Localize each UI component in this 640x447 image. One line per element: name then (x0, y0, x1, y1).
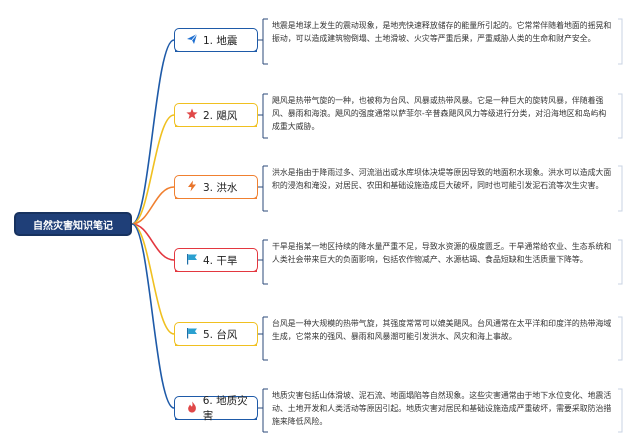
note-flood: 洪水是指由于降雨过多、河流溢出或水库坝体决堤等原因导致的地面积水现象。洪水可以造… (272, 168, 612, 190)
note-bracket-typhoon (258, 316, 268, 361)
branch-label-geological-disaster: 6. 地质灾害 (202, 395, 248, 422)
connector-drought (131, 223, 175, 261)
note-bracket-drought (258, 239, 268, 285)
flag-icon (185, 327, 199, 342)
branch-label-earthquake: 1. 地震 (203, 34, 238, 47)
connector-hurricane (131, 114, 175, 225)
note-typhoon: 台风是一种大规模的热带气旋，其强度常常可以媲美飓风。台风通常在太平洋和印度洋的热… (272, 319, 612, 341)
connector-earthquake (131, 39, 175, 225)
connector-geological-disaster (131, 223, 175, 409)
connector-typhoon (131, 223, 175, 335)
note-earthquake: 地震是地球上发生的震动现象，是地壳快速释放储存的能量所引起的。它常常伴随着地面的… (272, 21, 612, 43)
fire-icon (185, 401, 199, 416)
branch-earthquake[interactable]: 1. 地震 (174, 28, 258, 52)
paper-plane-icon (185, 33, 199, 48)
note-border-earthquake (618, 18, 623, 65)
note-border-typhoon (618, 316, 623, 361)
root-title: 自然灾害知识笔记 (33, 220, 113, 232)
branch-hurricane[interactable]: 2. 飓风 (174, 103, 258, 127)
note-bracket-flood (258, 165, 268, 212)
flag-icon (185, 253, 199, 268)
lightning-icon (185, 180, 199, 195)
branch-label-drought: 4. 干旱 (203, 254, 238, 267)
note-border-flood (618, 165, 623, 212)
star-icon (185, 108, 199, 123)
note-hurricane: 飓风是热带气旋的一种，也被称为台风、风暴或热带风暴。它是一种巨大的旋转风暴，伴随… (272, 96, 607, 131)
note-geological-disaster: 地质灾害包括山体滑坡、泥石流、地面塌陷等自然现象。这些灾害通常由于地下水位变化、… (272, 391, 612, 426)
branch-label-flood: 3. 洪水 (203, 181, 238, 194)
connector-flood (131, 186, 175, 225)
branch-flood[interactable]: 3. 洪水 (174, 175, 258, 199)
root-topic[interactable]: 自然灾害知识笔记 (14, 212, 132, 236)
branch-typhoon[interactable]: 5. 台风 (174, 322, 258, 346)
note-bracket-geological-disaster (258, 388, 268, 433)
note-border-drought (618, 239, 623, 285)
note-border-hurricane (618, 93, 623, 139)
branch-label-typhoon: 5. 台风 (203, 328, 238, 341)
note-bracket-earthquake (258, 18, 268, 65)
note-bracket-hurricane (258, 93, 268, 139)
note-border-geological-disaster (618, 388, 623, 433)
branch-geological-disaster[interactable]: 6. 地质灾害 (174, 395, 258, 422)
note-drought: 干旱是指某一地区持续的降水量严重不足，导致水资源的极度匮乏。干旱通常给农业、生态… (272, 242, 612, 264)
branch-drought[interactable]: 4. 干旱 (174, 248, 258, 272)
branch-label-hurricane: 2. 飓风 (203, 109, 238, 122)
